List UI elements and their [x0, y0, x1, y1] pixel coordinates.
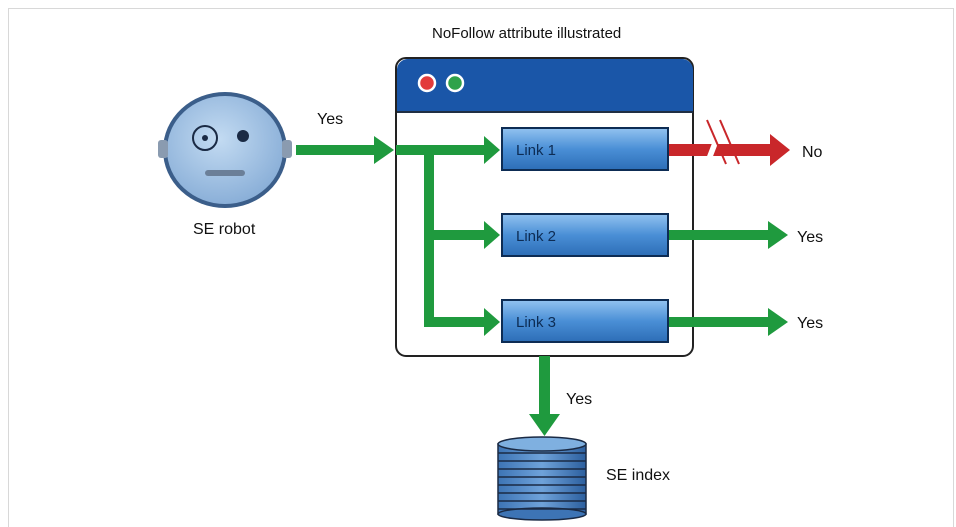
close-dot-icon[interactable] [417, 73, 437, 93]
link-1-result: No [802, 144, 823, 161]
link-2-follow-arrow [669, 221, 788, 249]
link-3-follow-arrow [669, 308, 788, 336]
entry-arrow-label: Yes [317, 111, 343, 128]
diagram-title: NoFollow attribute illustrated [432, 25, 621, 42]
link-3-label: Link 3 [516, 314, 556, 331]
figure-frame [8, 8, 954, 527]
link-2[interactable]: Link 2 [501, 213, 669, 257]
link-3-result: Yes [797, 315, 823, 332]
link-2-label: Link 2 [516, 228, 556, 245]
index-label: SE index [606, 467, 670, 484]
robot-icon [158, 92, 292, 208]
link-2-result: Yes [797, 229, 823, 246]
maximize-dot-icon[interactable] [445, 73, 465, 93]
internal-branches [396, 136, 500, 336]
link-3[interactable]: Link 3 [501, 299, 669, 343]
link-1[interactable]: Link 1 [501, 127, 669, 171]
index-arrow [529, 356, 560, 436]
index-arrow-label: Yes [566, 391, 592, 408]
database-icon [497, 436, 587, 521]
link-1-nofollow-arrow [669, 119, 790, 166]
entry-arrow [296, 136, 394, 164]
robot-label: SE robot [193, 221, 256, 238]
link-1-label: Link 1 [516, 142, 556, 159]
